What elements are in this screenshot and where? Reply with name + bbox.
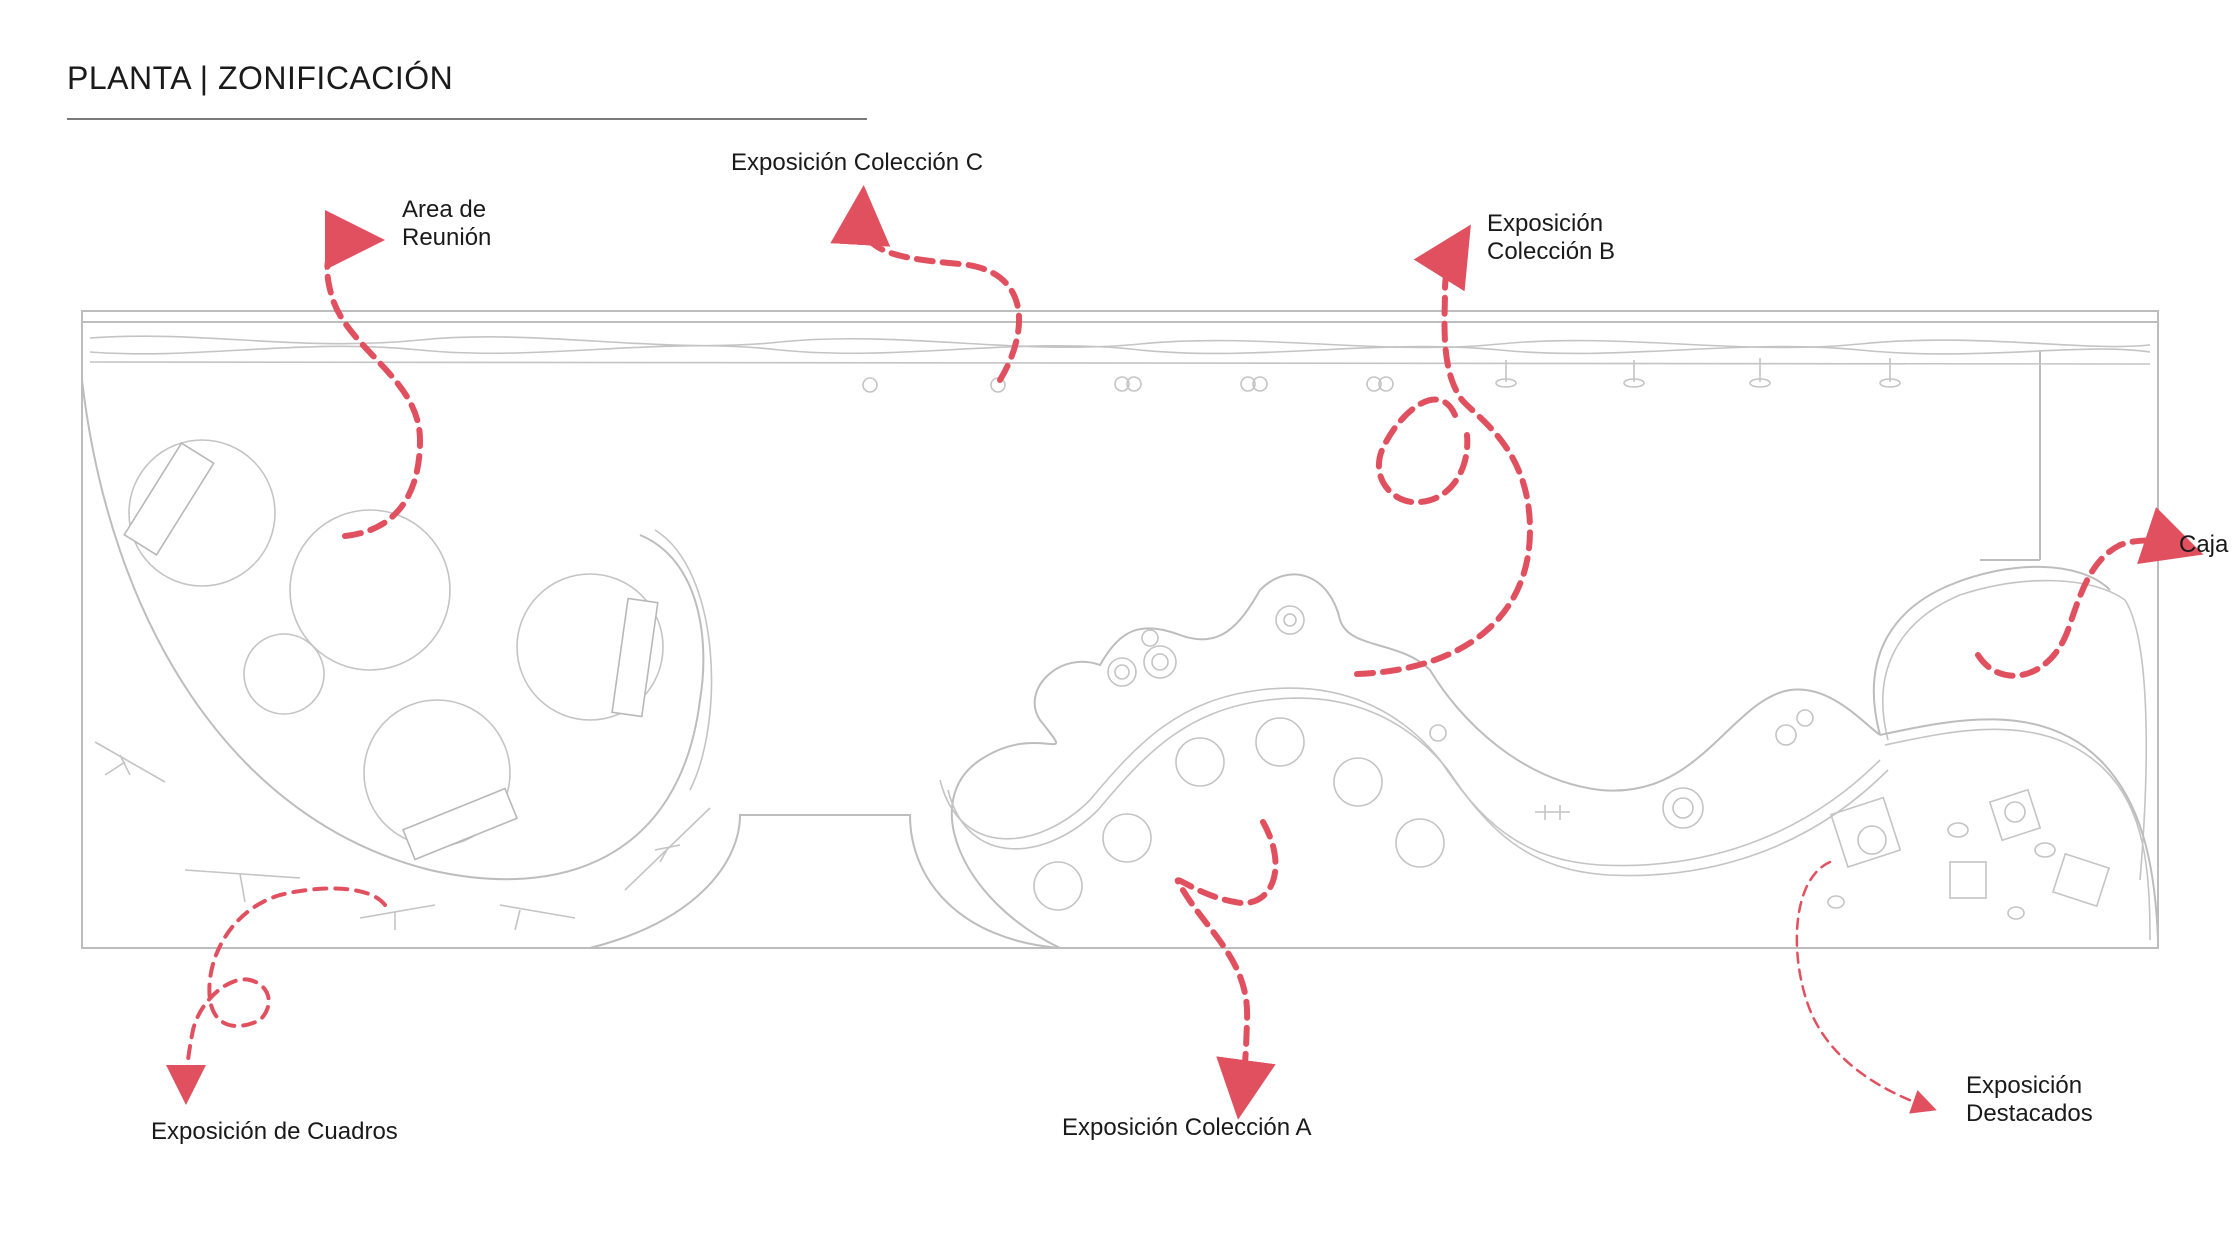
label-area-reunion-line2: Reunión bbox=[402, 224, 492, 251]
page-title: PLANTA | ZONIFICACIÓN bbox=[67, 60, 454, 96]
arrow-coleccion-a bbox=[1175, 819, 1279, 1120]
label-destacados: Exposición Destacados bbox=[1966, 1072, 2093, 1128]
building-walls bbox=[81, 310, 2159, 949]
label-destacados-line1: Exposición bbox=[1966, 1072, 2083, 1099]
label-coleccion-a: Exposición Colección A bbox=[1062, 1114, 1312, 1141]
arrow-caja bbox=[1975, 507, 2204, 679]
label-exposicion-cuadros: Exposición de Cuadros bbox=[151, 1118, 398, 1145]
label-coleccion-b-line2: Colección B bbox=[1487, 238, 1616, 265]
ceiling-spotlights bbox=[862, 358, 1901, 393]
zone-arrows bbox=[166, 185, 2204, 1120]
label-area-reunion: Area de Reunión bbox=[402, 196, 491, 252]
arrow-destacados bbox=[1795, 860, 1937, 1114]
label-coleccion-b: Exposición Colección B bbox=[1487, 210, 1615, 266]
outer-wall bbox=[81, 310, 2159, 949]
arrow-cuadros bbox=[166, 886, 387, 1105]
label-destacados-line2: Destacados bbox=[1966, 1100, 2093, 1127]
arrow-reunion bbox=[324, 210, 424, 539]
arrow-coleccion-b-loop bbox=[1375, 396, 1471, 506]
arrow-coleccion-c bbox=[830, 185, 1022, 383]
label-coleccion-c: Exposición Colección C bbox=[731, 149, 984, 176]
entrance bbox=[589, 814, 1061, 949]
top-display-shelving bbox=[89, 335, 2151, 365]
arrow-coleccion-b bbox=[1354, 224, 1534, 677]
label-area-reunion-line1: Area de bbox=[402, 196, 487, 223]
featured-and-caja-area bbox=[1827, 565, 2159, 941]
meeting-area-furniture bbox=[81, 379, 713, 931]
label-caja: Caja bbox=[2179, 531, 2229, 558]
central-wave-display bbox=[939, 573, 1889, 949]
title-underline bbox=[67, 118, 867, 120]
label-coleccion-b-line1: Exposición bbox=[1487, 210, 1604, 237]
